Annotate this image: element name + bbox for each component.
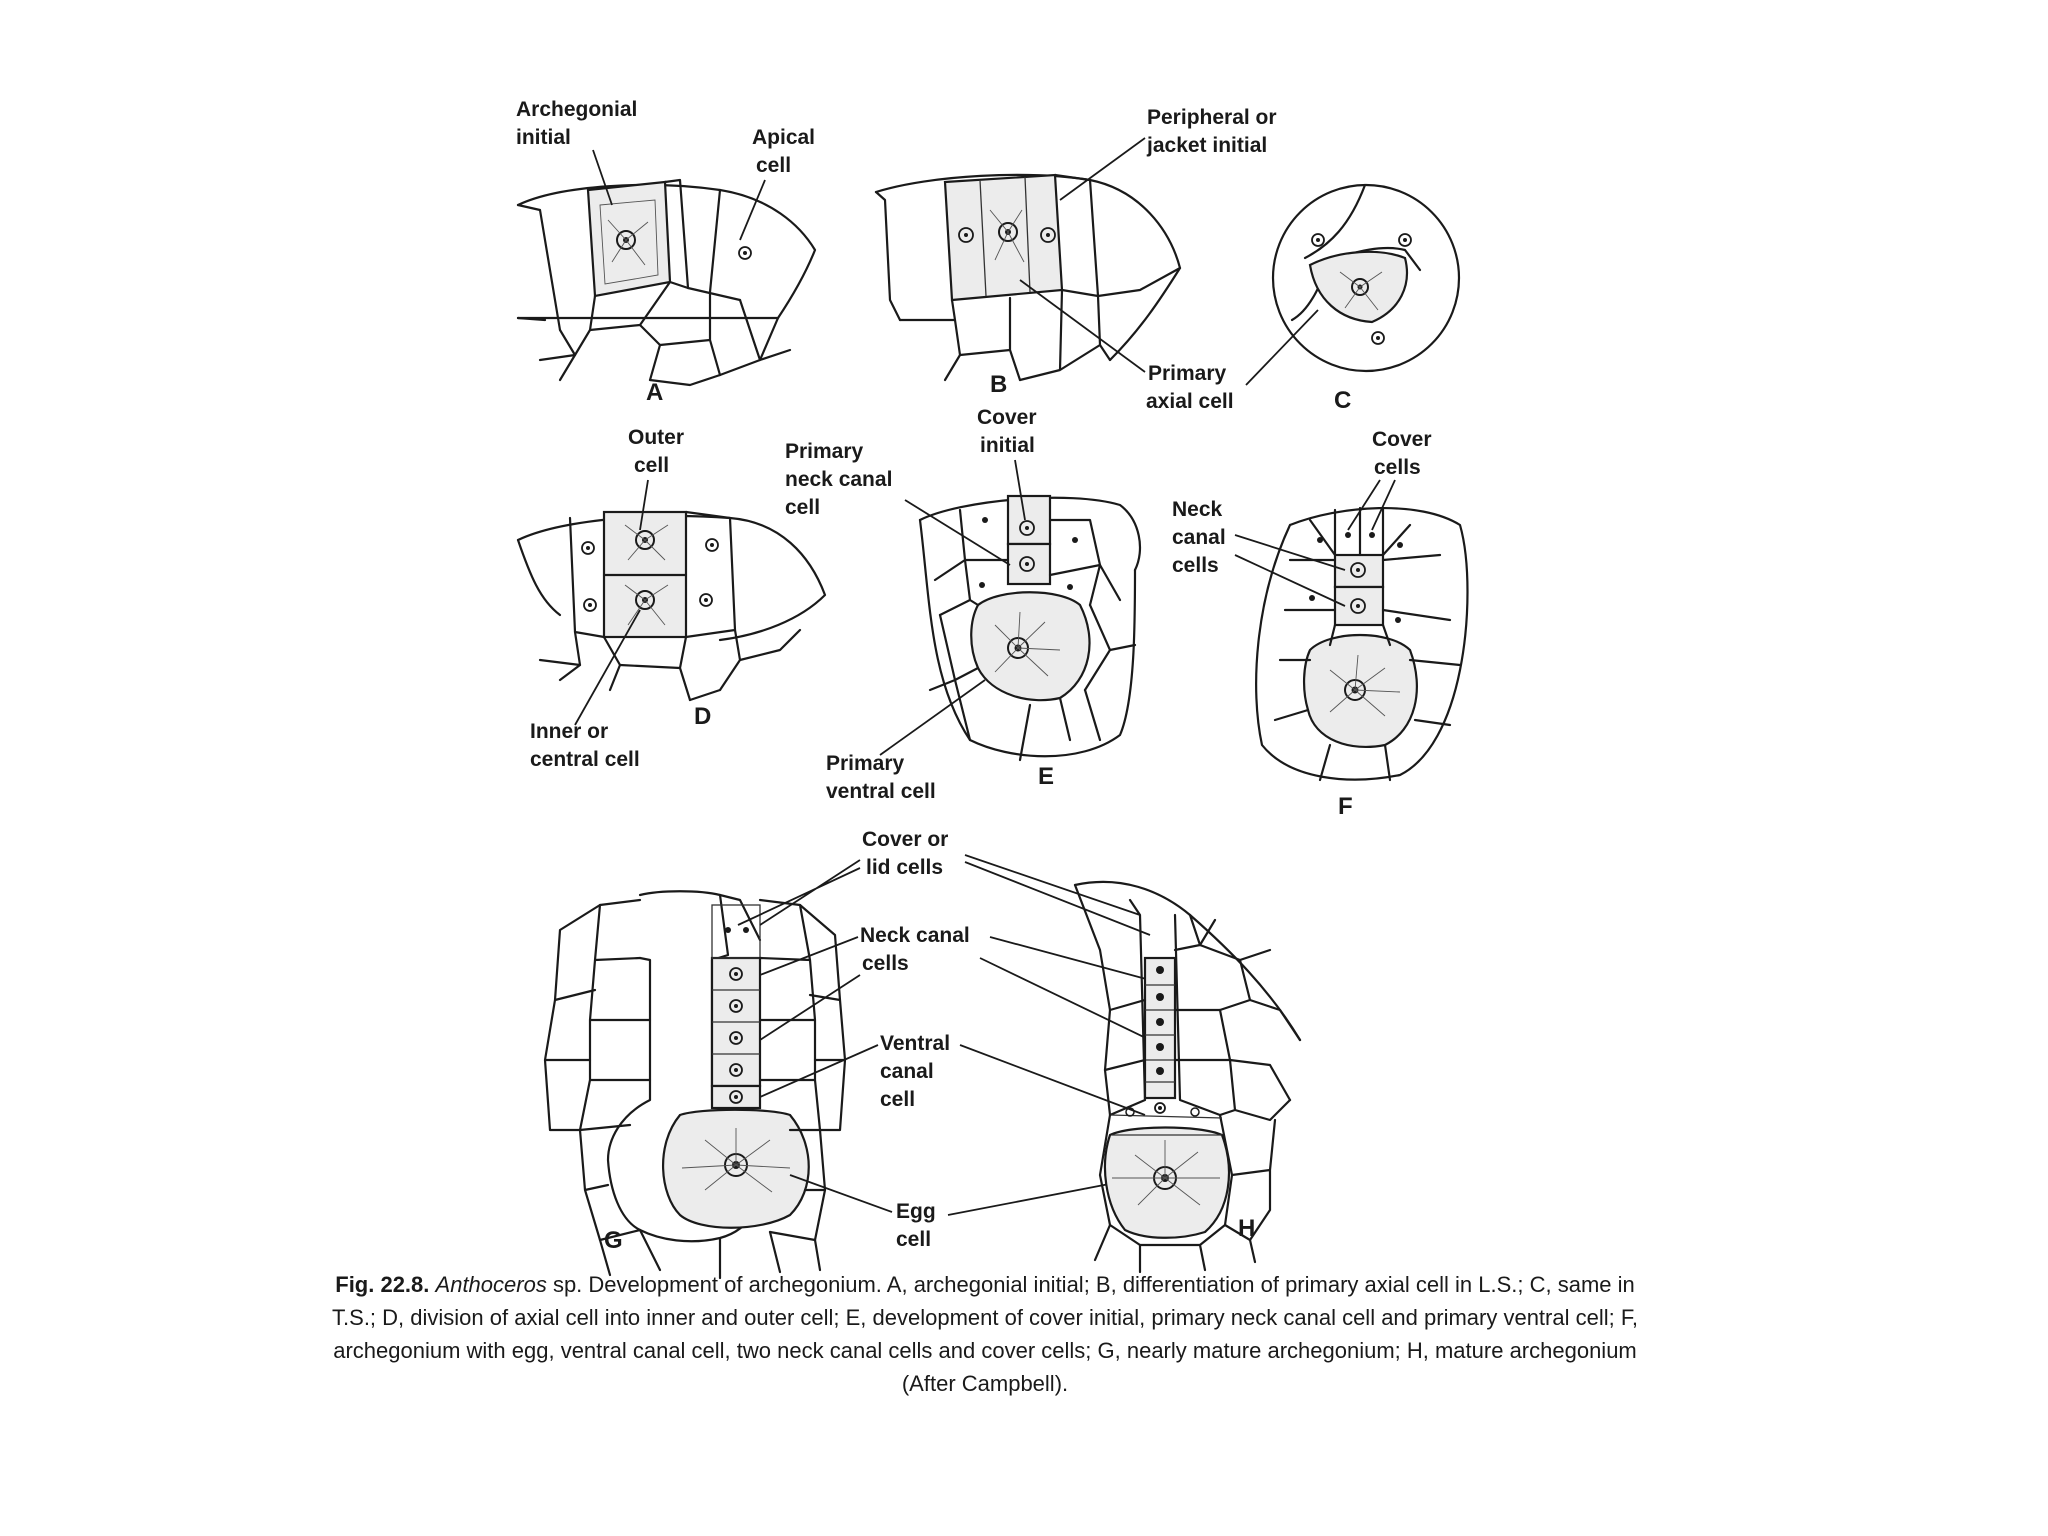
label-primary-ventral: Primary — [826, 752, 905, 775]
panel-h-labels: H — [1238, 1215, 1255, 1242]
pointer-cover-cells — [1347, 479, 1396, 531]
panel-e-labels: Primary neck canal cell Cover initial Pr… — [785, 406, 1054, 803]
panel-f-drawing — [1255, 506, 1469, 782]
panel-e-drawing — [918, 494, 1142, 762]
label-apical-cell: cell — [756, 154, 791, 177]
panel-letter-b: B — [990, 371, 1007, 398]
panel-letter-e: E — [1038, 763, 1054, 790]
pointer-neck-canal-cells-h — [979, 936, 1151, 1041]
pointer-cover-initial — [1014, 459, 1026, 521]
label-outer-cell: cell — [634, 454, 669, 477]
label-peripheral-or: Peripheral or — [1147, 106, 1277, 129]
panel-a-drawing — [516, 178, 817, 387]
label-ventral-cell: ventral cell — [826, 780, 936, 803]
label-egg-cell: cell — [896, 1228, 931, 1251]
label-primary-e: Primary — [785, 440, 864, 463]
caption-text: sp. Development of archegonium. A, arche… — [332, 1272, 1638, 1396]
panel-b-labels: Peripheral or jacket initial Primary axi… — [990, 106, 1319, 413]
label-cover: Cover — [977, 406, 1037, 429]
label-apical: Apical — [752, 126, 815, 149]
panel-letter-c: C — [1334, 387, 1351, 414]
pointer-primary-neck-canal-cell — [904, 499, 1011, 566]
label-neck: Neck — [1172, 498, 1223, 521]
pointer-ventral-canal-cell-g — [759, 1044, 879, 1098]
panel-letter-d: D — [694, 703, 711, 730]
label-outer: Outer — [628, 426, 684, 449]
label-egg: Egg — [896, 1200, 936, 1223]
panel-g-labels: Cover or lid cells Neck canal cells Vent… — [604, 828, 1151, 1254]
label-neck-canal: neck canal — [785, 468, 892, 491]
label-cells-f: cells — [1172, 554, 1219, 577]
panel-b-drawing — [874, 173, 1182, 382]
label-axial-cell: axial cell — [1146, 390, 1234, 413]
panel-d-drawing — [516, 510, 827, 702]
label-cell-e: cell — [785, 496, 820, 519]
panel-a-labels: Archegonial initial Apical cell A — [516, 98, 815, 406]
figure-caption: Fig. 22.8. Anthoceros sp. Development of… — [330, 1268, 1640, 1400]
label-lid-cells: lid cells — [866, 856, 943, 879]
label-inner-or: Inner or — [530, 720, 608, 743]
pointer-neck-canal-cells-f — [1234, 534, 1346, 607]
panel-f-labels: Cover cells Neck canal cells F — [1172, 428, 1432, 820]
label-cell-v: cell — [880, 1088, 915, 1111]
pointer-ventral-canal-cell-h — [959, 1044, 1146, 1116]
label-cover-f: Cover — [1372, 428, 1432, 451]
label-cover-cells: cells — [1374, 456, 1421, 479]
label-cover-initial: initial — [980, 434, 1035, 457]
pointer-axial-cell-c — [1245, 309, 1319, 386]
pointer-axial-cell-b — [1019, 279, 1146, 373]
pointer-apical-cell — [739, 179, 766, 241]
label-canal: canal — [1172, 526, 1226, 549]
panel-letter-a: A — [646, 379, 663, 406]
panel-letter-h: H — [1238, 1215, 1255, 1242]
pointer-archegonial-initial — [592, 149, 613, 206]
pointer-cover-lid-cells-h — [964, 854, 1151, 936]
label-cells-g: cells — [862, 952, 909, 975]
panel-c-drawing: C — [1271, 183, 1461, 414]
pointer-egg-cell-g — [789, 1174, 893, 1213]
pointer-inner-cell — [574, 609, 641, 726]
label-canal-v: canal — [880, 1060, 934, 1083]
label-initial: initial — [516, 126, 571, 149]
pointer-outer-cell — [639, 479, 649, 531]
caption-genus: Anthoceros — [435, 1272, 547, 1297]
label-neck-canal-g: Neck canal — [860, 924, 970, 947]
label-primary: Primary — [1148, 362, 1227, 385]
label-ventral: Ventral — [880, 1032, 950, 1055]
panel-g-drawing — [543, 890, 847, 1280]
label-archegonial: Archegonial — [516, 98, 637, 121]
panel-d-labels: Outer cell Inner or central cell D — [530, 426, 711, 771]
pointer-peripheral-initial — [1059, 137, 1146, 201]
pointer-neck-canal-cells-g — [759, 936, 861, 1041]
pointer-egg-cell-h — [947, 1179, 1131, 1216]
pointer-primary-ventral-cell — [879, 679, 986, 756]
label-cover-or: Cover or — [862, 828, 948, 851]
label-central-cell: central cell — [530, 748, 640, 771]
label-jacket-initial: jacket initial — [1146, 134, 1267, 157]
pointer-cover-lid-cells-g — [737, 859, 861, 926]
panel-letter-f: F — [1338, 793, 1353, 820]
panel-letter-g: G — [604, 1227, 623, 1254]
caption-figure-number: Fig. 22.8. — [335, 1272, 430, 1297]
panel-h-drawing — [1073, 880, 1302, 1274]
